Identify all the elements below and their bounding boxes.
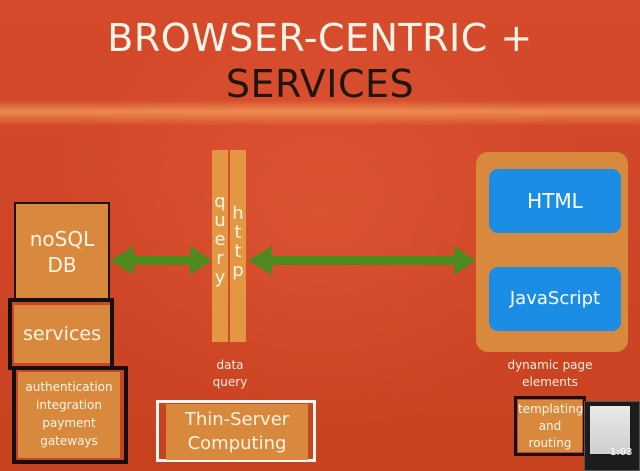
dynamic-page-caption-line1: dynamic page [507, 358, 593, 372]
data-query-caption: data query [204, 357, 256, 391]
templating-line3: routing [528, 436, 572, 450]
thumbnail-screen [590, 406, 630, 454]
query-pillar [212, 150, 228, 342]
nosql-label-line2: DB [47, 253, 77, 277]
slide-title-line2: SERVICES [225, 62, 415, 106]
dynamic-page-caption: dynamic page elements [500, 357, 600, 391]
nosql-label-line1: noSQL [29, 227, 95, 251]
templating-line2: and [538, 419, 562, 433]
templating-line1: templating [518, 402, 584, 416]
highlight-stripe [0, 100, 640, 126]
thin-server-box: Thin-Server Computing [166, 404, 308, 460]
auth-line-3: payment [42, 416, 96, 430]
data-query-caption-line2: query [212, 375, 248, 389]
dynamic-page-caption-line2: elements [522, 375, 578, 389]
left-double-arrow [110, 246, 212, 275]
http-letter: t [234, 222, 242, 243]
auth-frame [12, 366, 128, 464]
right-double-arrow [248, 246, 476, 275]
query-letter: y [214, 267, 226, 288]
javascript-box: JavaScript [489, 267, 621, 331]
thin-server-frame [156, 400, 316, 462]
auth-box: authentication integration payment gatew… [18, 372, 120, 458]
data-query-caption-line1: data [216, 358, 244, 372]
http-letter: h [232, 203, 244, 224]
query-vertical-text: q u e r y [212, 192, 228, 287]
query-letter: q [214, 191, 226, 212]
query-letter: r [216, 248, 224, 269]
auth-line-1: authentication [25, 380, 113, 394]
query-letter: u [214, 210, 226, 231]
auth-line-2: integration [36, 398, 102, 412]
http-pillar [230, 150, 246, 342]
http-vertical-text: h t t p [230, 204, 246, 280]
services-box: services [14, 305, 110, 363]
auth-line-4: gateways [40, 434, 98, 448]
nosql-db-box: noSQL DB [14, 202, 110, 300]
thin-server-line2: Computing [187, 433, 287, 454]
query-letter: e [214, 229, 226, 250]
templating-box: templating and routing [518, 400, 584, 452]
html-box: HTML [489, 169, 621, 233]
thumbnail-timestamp: 1:03 [610, 447, 633, 458]
slide-title-line1: BROWSER-CENTRIC + [107, 16, 533, 60]
http-letter: p [232, 260, 244, 281]
thin-server-line1: Thin-Server [184, 409, 290, 430]
http-letter: t [234, 241, 242, 262]
